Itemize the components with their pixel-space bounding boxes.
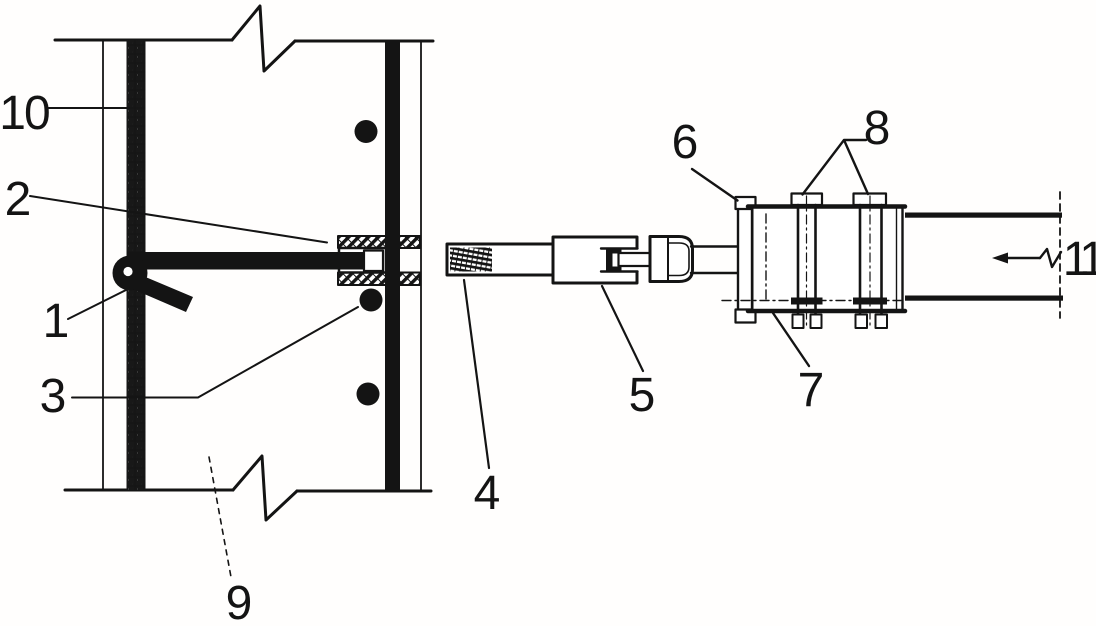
hook-tail <box>128 273 193 312</box>
hook-loop-hole <box>123 266 133 277</box>
callout-1: 1 <box>42 295 70 348</box>
u-bolt-1-nut-left <box>791 313 805 329</box>
leader-9 <box>208 456 232 578</box>
leader-11-arrowhead-icon <box>992 252 1008 264</box>
clamp-housing-assembly <box>721 191 1063 329</box>
connector-neck <box>689 245 741 275</box>
leader-lines <box>29 107 1063 578</box>
wall-cross-section <box>53 4 435 522</box>
leader-4 <box>462 278 491 470</box>
leader-3 <box>71 306 359 399</box>
rebar-dot-top <box>354 120 378 143</box>
wall-bottom-break-icon <box>231 454 299 522</box>
threaded-rod <box>445 242 555 277</box>
u-bolt-1-nut-right <box>809 313 823 329</box>
u-bolt-2-crossbar <box>853 297 887 305</box>
u-bolt-2-legs <box>858 203 883 317</box>
threaded-rod-thread-zone <box>450 247 492 272</box>
ferrule-bottom-flange <box>337 271 421 286</box>
tie-rod <box>127 252 366 270</box>
callout-2: 2 <box>4 173 32 226</box>
tie-rod-with-hook <box>112 249 385 312</box>
rebar-dot-middle <box>359 288 383 312</box>
u-bolt-1-legs <box>796 203 817 317</box>
clevis-sleeve <box>551 235 654 285</box>
rebar-dot-bottom <box>356 382 380 406</box>
retainer-clip-icon <box>606 248 622 272</box>
leader-5 <box>600 284 645 373</box>
u-bolt-clamps <box>791 203 888 329</box>
cap-nut-outline <box>648 235 694 283</box>
leader-11-break-squiggle-icon <box>1038 247 1063 269</box>
tie-rod-threaded-end <box>362 249 385 273</box>
leader-11 <box>992 247 1063 269</box>
clamp-box <box>721 192 908 329</box>
callout-10: 10 <box>0 87 51 140</box>
leader-6 <box>690 167 739 202</box>
u-bolt-2-nut-right <box>874 313 888 329</box>
u-bolt-1-crossbar <box>791 297 823 305</box>
rebar-section-dots <box>354 120 383 406</box>
callout-6: 6 <box>671 116 699 169</box>
support-rail <box>905 191 1063 319</box>
callout-8: 8 <box>863 102 891 155</box>
callout-5: 5 <box>628 369 656 422</box>
u-bolt-2-nut-left <box>854 313 868 329</box>
rail-bottom-chord <box>905 295 1063 301</box>
cap-nut <box>648 235 694 283</box>
cap-nut-inner-detail <box>667 242 690 277</box>
wall-top-break-icon <box>230 4 297 73</box>
leader-7 <box>771 311 811 368</box>
connector-assembly <box>445 235 741 285</box>
callout-9: 9 <box>225 577 253 626</box>
callout-7: 7 <box>797 364 825 417</box>
leader-2 <box>29 195 328 244</box>
wall-inner-bar <box>385 41 400 491</box>
flange-plate-web <box>736 197 754 322</box>
callout-3: 3 <box>39 370 67 423</box>
coupling-pin <box>617 251 654 268</box>
clamp-box-fill <box>752 206 904 311</box>
leader-8 <box>801 138 870 196</box>
callout-4: 4 <box>473 467 501 520</box>
wall-top-edge <box>53 38 435 43</box>
rail-top-chord <box>905 212 1062 218</box>
ferrule-top-flange <box>337 235 421 249</box>
callout-11: 11 <box>1062 233 1096 286</box>
wall-bottom-edge <box>63 488 433 493</box>
leader-1 <box>67 288 128 320</box>
